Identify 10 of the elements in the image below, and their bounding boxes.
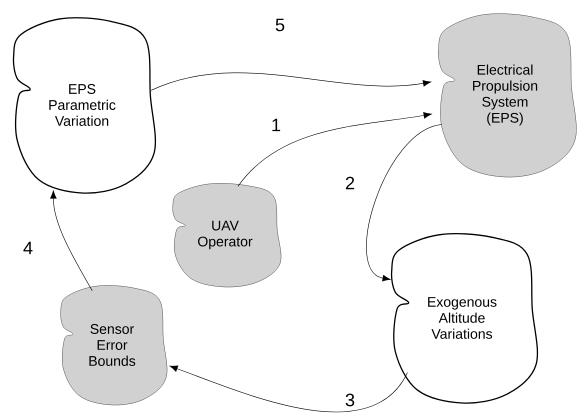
arrow	[150, 72, 432, 91]
edge-label: 3	[344, 392, 356, 408]
arrow	[170, 366, 408, 412]
arrow	[366, 124, 442, 282]
edge-label: 5	[274, 18, 286, 32]
arrow	[238, 112, 432, 187]
edge-label: 1	[270, 118, 282, 132]
edge-label: 4	[22, 240, 34, 256]
arrow	[50, 190, 93, 292]
edge-label: 2	[344, 176, 356, 190]
